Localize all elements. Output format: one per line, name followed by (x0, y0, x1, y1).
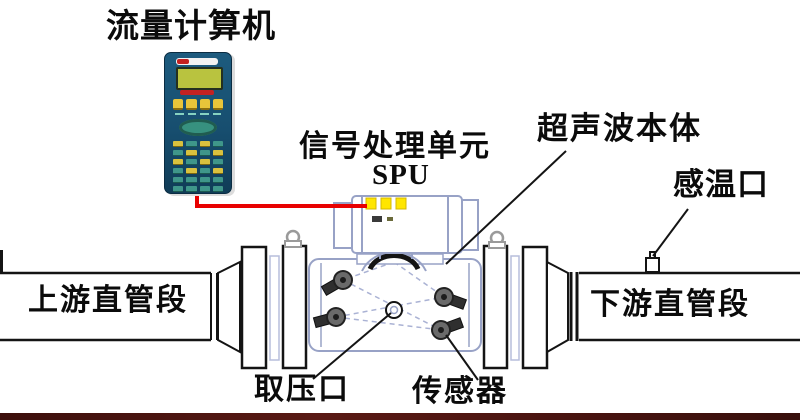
leader-ultrasonic-body (445, 150, 567, 265)
ultrasonic-body-label: 超声波本体 (537, 111, 702, 146)
upstream-flange (240, 244, 308, 370)
transducer-boss (434, 287, 468, 310)
leader-pressure-tap (312, 312, 392, 380)
leader-sensor (445, 334, 479, 381)
lifting-eye-left (284, 229, 302, 248)
spu-indicator-lights (365, 197, 407, 210)
temp-port-label: 感温口 (673, 167, 769, 202)
lifting-eye-right (488, 230, 506, 249)
device-lcd-screen (176, 67, 223, 90)
downstream-pipe (546, 260, 800, 354)
device-key-labels (175, 113, 221, 115)
downstream-flange (482, 244, 549, 370)
transducer-boss (431, 317, 465, 340)
spu-label-line2: SPU (372, 159, 430, 191)
transducer-boss (320, 270, 353, 297)
sensor-label: 传感器 (412, 375, 508, 408)
flow-computer-device (164, 52, 232, 194)
device-function-keys (173, 99, 223, 110)
temperature-port (645, 251, 660, 273)
device-keypad (173, 141, 223, 192)
device-red-text-band (180, 90, 214, 95)
device-brand-badge (176, 58, 218, 65)
flow-computer-label: 流量计算机 (106, 7, 276, 44)
upstream-pipe (0, 250, 241, 354)
transducer-boss (312, 307, 346, 329)
device-nav-button (179, 119, 217, 136)
spu-label-line1: 信号处理单元 (299, 130, 491, 163)
leader-temp-port (652, 208, 689, 257)
leader-lines (312, 150, 689, 381)
bottom-edge-strip (0, 413, 800, 420)
downstream-pipe-label: 下游直管段 (590, 288, 750, 321)
pressure-tap-label: 取压口 (254, 373, 350, 406)
upstream-pipe-label: 上游直管段 (28, 284, 188, 317)
